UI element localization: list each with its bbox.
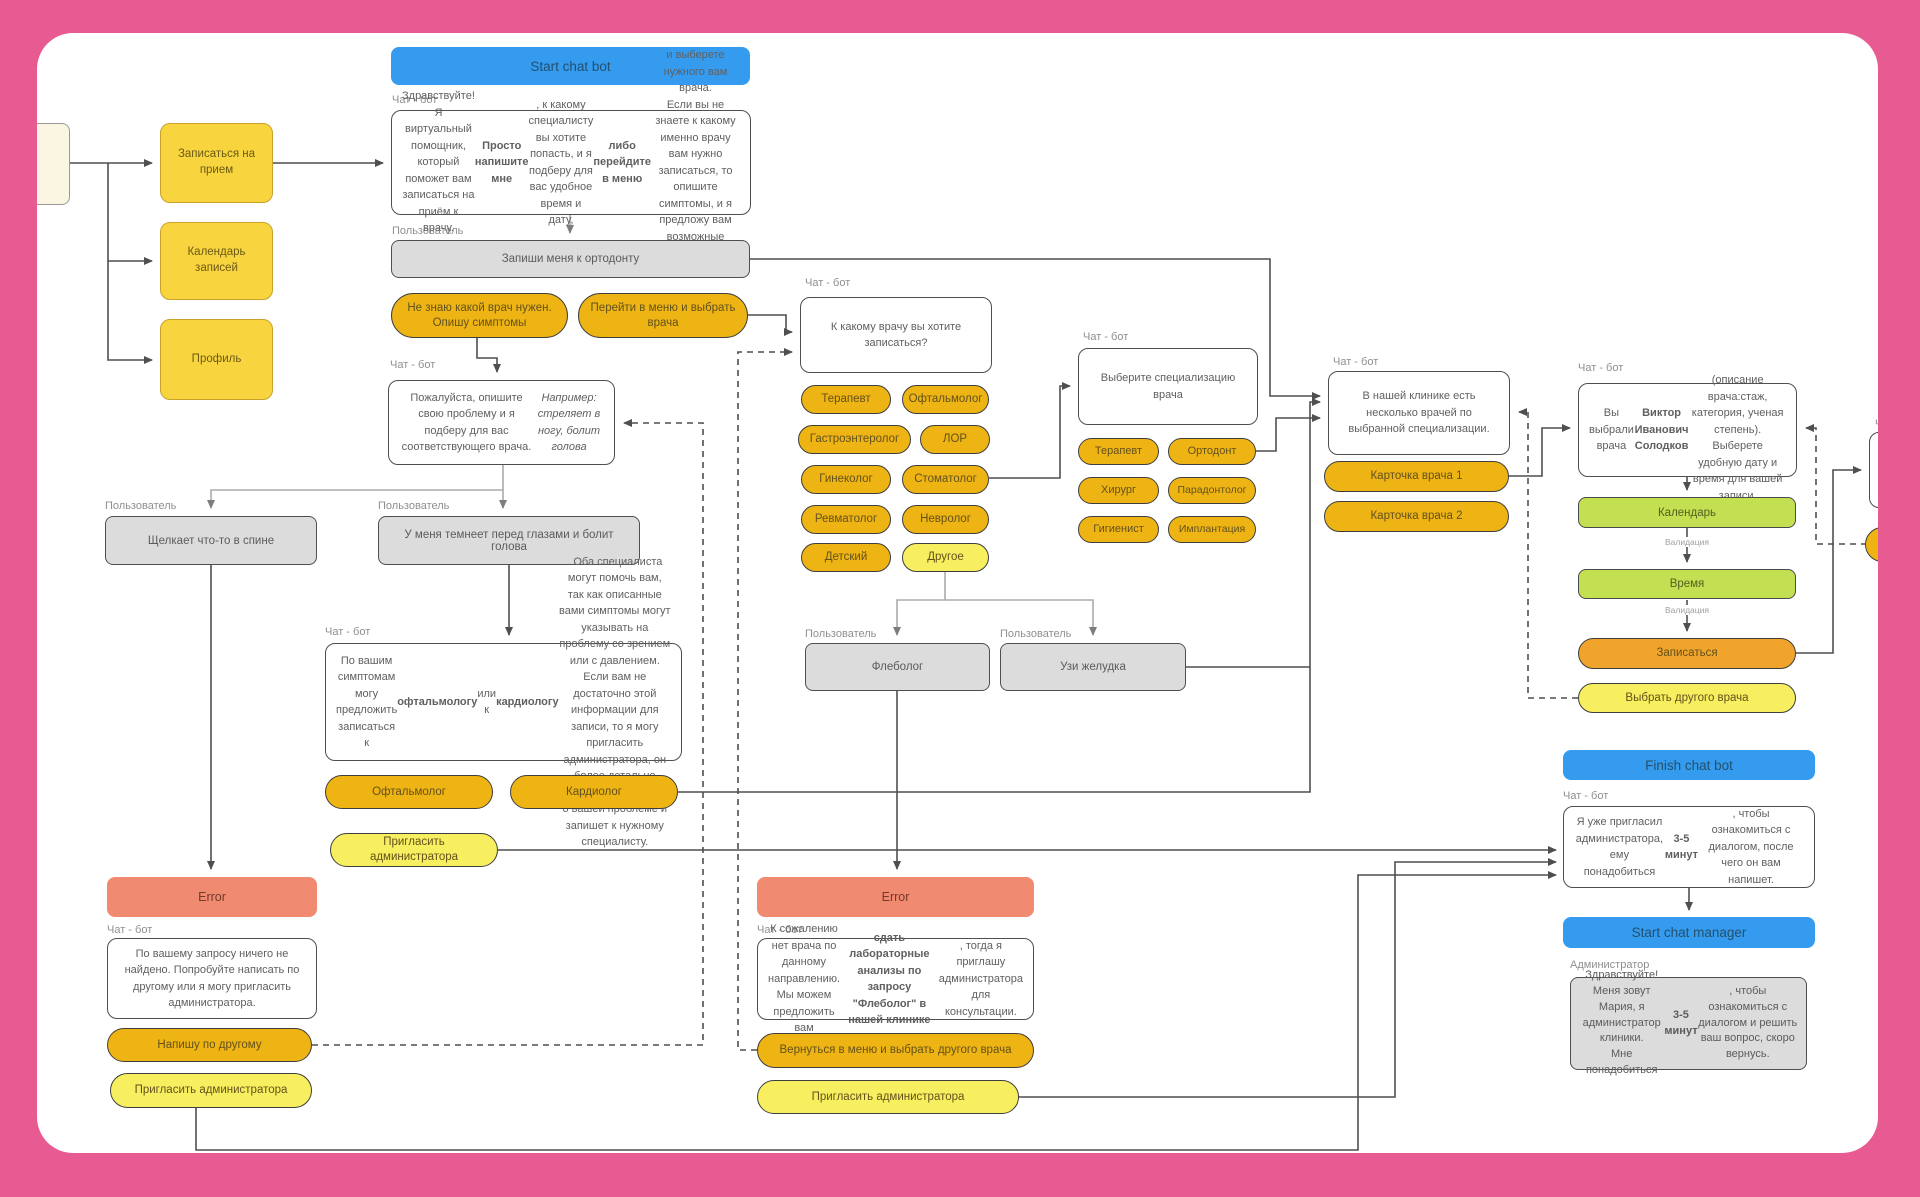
user-message-orthodontist[interactable]: Запиши меня к ортодонту: [391, 240, 750, 278]
label-chat-bot: Чат - бот: [1875, 418, 1878, 430]
pill-kids[interactable]: Детский: [801, 543, 891, 572]
error-button-2[interactable]: Error: [757, 877, 1034, 917]
pill-orthodontist[interactable]: Ортодонт: [1168, 438, 1256, 465]
bot-message-greeting[interactable]: Здравствуйте! Я виртуальный помощник, ко…: [391, 49, 751, 276]
user-message-phlebologist[interactable]: Флеболог: [805, 643, 990, 691]
pill-dont-know-doctor[interactable]: Не знаю какой врач нужен. Опишу симптомы: [391, 293, 568, 338]
label-user: Пользователь: [105, 500, 177, 512]
pill-write-differently[interactable]: Напишу по другому: [107, 1028, 312, 1062]
label-validation: Валидация: [1661, 537, 1713, 547]
bot-box-cutoff[interactable]: [1869, 432, 1878, 508]
pill-surgeon[interactable]: Хирург: [1078, 477, 1159, 504]
label-validation: Валидация: [1661, 605, 1713, 615]
bot-message-clinic-doctors[interactable]: В нашей клинике есть несколько врачей по…: [1328, 371, 1510, 455]
pill-ophthalmologist[interactable]: Офтальмолог: [902, 385, 989, 414]
user-message-eyes[interactable]: У меня темнеет перед глазами и болит гол…: [378, 516, 640, 565]
calendar-step[interactable]: Календарь: [1578, 497, 1796, 528]
label-chat-bot: Чат - бот: [1333, 356, 1379, 368]
label-user: Пользователь: [392, 225, 464, 237]
pill-ophthalmologist-suggest[interactable]: Офтальмолог: [325, 775, 493, 809]
label-user: Пользователь: [378, 500, 450, 512]
start-chat-bot-button[interactable]: Start chat bot: [391, 47, 750, 85]
pill-doctor-card-1[interactable]: Карточка врача 1: [1324, 461, 1509, 492]
menu-book-appointment[interactable]: Записаться на прием: [160, 123, 273, 203]
pill-rheumatologist[interactable]: Ревматолог: [801, 505, 891, 534]
label-chat-bot: Чат - бот: [107, 924, 153, 936]
bot-message-which-doctor[interactable]: К какому врачу вы хотите записаться?: [800, 297, 992, 373]
pill-lor[interactable]: ЛОР: [920, 425, 990, 454]
bot-message-admin-invited[interactable]: Я уже пригласил администратора, ему пона…: [1563, 806, 1815, 888]
admin-message-intro[interactable]: Здравствуйте! Меня зовут Мария, я админи…: [1570, 969, 1807, 1076]
pill-invite-admin-1[interactable]: Пригласить администратора: [330, 833, 498, 867]
label-chat-bot: Чат - бот: [325, 626, 371, 638]
time-step[interactable]: Время: [1578, 569, 1796, 599]
pill-back-to-menu[interactable]: Вернуться в меню и выбрать другого врача: [757, 1033, 1034, 1068]
error-button-1[interactable]: Error: [107, 877, 317, 917]
pill-gynecologist[interactable]: Гинеколог: [801, 465, 891, 494]
bot-message-choose-specialization[interactable]: Выберите специализацию врача: [1078, 348, 1258, 425]
user-message-back-pain[interactable]: Щелкает что-то в спине: [105, 516, 317, 565]
finish-chat-bot-button[interactable]: Finish chat bot: [1563, 750, 1815, 780]
user-message-stomach-ultrasound[interactable]: Узи желудка: [1000, 643, 1186, 691]
label-chat-bot: Чат - бот: [1578, 362, 1624, 374]
label-chat-bot: Чат - бот: [1083, 331, 1129, 343]
pill-cardiologist-suggest[interactable]: Кардиолог: [510, 775, 678, 809]
start-chat-manager-button[interactable]: Start chat manager: [1563, 917, 1815, 948]
pill-periodontist[interactable]: Парадонтолог: [1168, 477, 1256, 504]
pill-other[interactable]: Другое: [902, 543, 989, 572]
label-chat-bot: Чат - бот: [1563, 790, 1609, 802]
bot-message-no-doctor[interactable]: К сожалению нет врача по данному направл…: [757, 923, 1034, 1034]
bot-message-not-found[interactable]: По вашему запросу ничего не найдено. Поп…: [107, 938, 317, 1019]
pill-therapist[interactable]: Терапевт: [801, 385, 891, 414]
label-chat-bot: Чат - бот: [757, 924, 803, 936]
bot-message-describe-problem[interactable]: Пожалуйста, опишите свою проблему и я по…: [388, 380, 615, 465]
pill-spec-therapist[interactable]: Терапевт: [1078, 438, 1159, 465]
pill-hygienist[interactable]: Гигиенист: [1078, 516, 1159, 543]
pill-implantation[interactable]: Имплантация: [1168, 516, 1256, 543]
bot-message-doctor-selected[interactable]: Вы выбрали врача Виктор Иванович Солодко…: [1578, 374, 1797, 502]
menu-profile[interactable]: Профиль: [160, 319, 273, 400]
pill-gastroenterologist[interactable]: Гастроэнтеролог: [798, 425, 911, 454]
pill-doctor-card-2[interactable]: Карточка врача 2: [1324, 501, 1509, 532]
label-chat-bot: Чат - бот: [805, 277, 851, 289]
pill-neurologist[interactable]: Невролог: [902, 505, 989, 534]
pill-book[interactable]: Записаться: [1578, 638, 1796, 669]
flowchart-canvas: Записаться на прием Календарь записей Пр…: [37, 33, 1878, 1153]
label-user: Пользователь: [805, 628, 877, 640]
pill-invite-admin-3[interactable]: Пригласить администратора: [757, 1080, 1019, 1114]
pill-invite-admin-2[interactable]: Пригласить администратора: [110, 1073, 312, 1108]
label-user: Пользователь: [1000, 628, 1072, 640]
pill-choose-other-doctor[interactable]: Выбрать другого врача: [1578, 683, 1796, 713]
label-chat-bot: Чат - бот: [392, 94, 438, 106]
pill-go-to-menu[interactable]: Перейти в меню и выбрать врача: [578, 293, 748, 338]
bot-message-symptoms[interactable]: По вашим симптомам могу предложить запис…: [325, 556, 682, 848]
label-admin: Администратор: [1570, 959, 1650, 971]
pill-dentist[interactable]: Стоматолог: [902, 465, 989, 494]
entry-node[interactable]: [37, 123, 70, 205]
connectors: [70, 159, 1867, 1151]
label-chat-bot: Чат - бот: [390, 359, 436, 371]
menu-appointments-calendar[interactable]: Календарь записей: [160, 222, 273, 300]
